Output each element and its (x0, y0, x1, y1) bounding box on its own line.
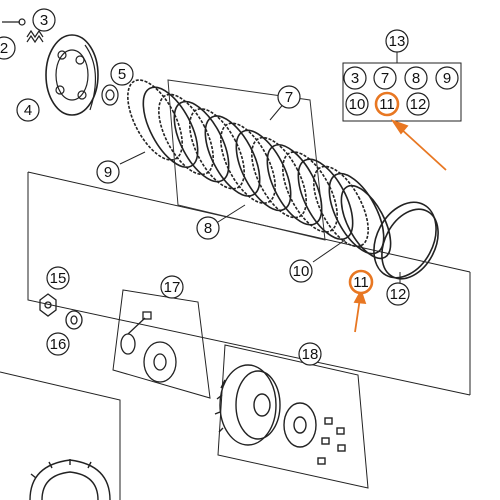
callout-7: 7 (277, 85, 301, 109)
clutch-plate (266, 144, 323, 226)
callout-9: 9 (96, 160, 120, 184)
callout-17: 17 (160, 275, 184, 299)
clutch-plate (220, 122, 276, 204)
nut-and-washer (39, 293, 83, 330)
callout-label: 11 (353, 274, 369, 291)
callout-18: 18 (298, 342, 322, 366)
clutch-plate (251, 136, 307, 219)
kit-box-item-9: 9 (435, 66, 459, 90)
svg-text:3: 3 (351, 70, 359, 87)
callout-16: 16 (46, 332, 70, 356)
bearing-part (101, 84, 119, 106)
svg-text:8: 8 (412, 70, 420, 87)
callout-label: 4 (24, 102, 32, 119)
kit-box-item-3: 3 (343, 66, 367, 90)
svg-text:7: 7 (381, 70, 389, 87)
clutch-plate (313, 165, 369, 248)
callout-label: 7 (285, 89, 293, 106)
callout-label: 17 (164, 279, 181, 296)
callout-label: 5 (118, 66, 126, 83)
callout-3: 3 (32, 8, 56, 32)
callout-8: 8 (196, 216, 220, 240)
callout-label: 9 (104, 164, 112, 181)
kit-box-item-7: 7 (373, 66, 397, 90)
part-18-box (214, 344, 369, 489)
kit-box-item-8: 8 (404, 66, 428, 90)
kit-box-item-10: 10 (345, 92, 369, 116)
kit-box: 3 7 8 9 10 11 12 (342, 52, 462, 122)
svg-text:10: 10 (349, 96, 366, 113)
callout-13: 13 (385, 29, 409, 53)
outline-frame (0, 171, 471, 500)
callout-label: 2 (0, 40, 8, 57)
clutch-plate (204, 115, 261, 197)
pressure-plate (45, 34, 99, 116)
callout-label: 16 (50, 336, 67, 353)
callout-label: 12 (390, 286, 407, 303)
kit-box-item-12: 12 (406, 92, 430, 116)
clutch-plates (127, 79, 392, 260)
part-17-box (112, 289, 211, 399)
clutch-plate (328, 172, 385, 255)
svg-text:12: 12 (410, 96, 427, 113)
snap-rings (373, 201, 439, 280)
clutch-plate (127, 79, 183, 161)
callout-label: 8 (204, 220, 212, 237)
kit-box-item-11: 11 (374, 91, 400, 117)
clutch-plate (189, 108, 245, 190)
clutch-plate (173, 100, 230, 183)
clutch-plate (340, 184, 392, 260)
clutch-plate (142, 86, 199, 168)
callout-label: 18 (302, 346, 319, 363)
callout-label: 10 (293, 263, 310, 280)
clutch-plate (282, 151, 338, 233)
callouts: 3 2 4 5 7 9 8 10 11 12 13 15 16 17 18 (0, 8, 410, 366)
clutch-plate-stack (127, 79, 392, 260)
callout-11: 11 (348, 269, 374, 295)
clutch-plate (158, 93, 214, 176)
kit-box-row-1: 3 7 8 9 (343, 66, 459, 90)
svg-text:9: 9 (443, 70, 451, 87)
callout-12: 12 (386, 282, 410, 306)
callout-label: 15 (50, 270, 67, 287)
highlight-arrows (353, 119, 447, 333)
spring-part (26, 29, 44, 44)
kit-box-row-2: 10 11 12 (345, 91, 430, 117)
callout-10: 10 (289, 259, 313, 283)
callout-label: 13 (389, 33, 406, 50)
clutch-basket (29, 459, 111, 500)
callout-15: 15 (46, 266, 70, 290)
svg-text:11: 11 (379, 96, 395, 113)
callout-label: 3 (40, 12, 48, 29)
callout-5: 5 (110, 62, 134, 86)
clutch-plate (235, 129, 292, 212)
pressure-plate-group (2, 18, 119, 116)
callout-4: 4 (16, 98, 40, 122)
callout-2: 2 (0, 36, 16, 60)
